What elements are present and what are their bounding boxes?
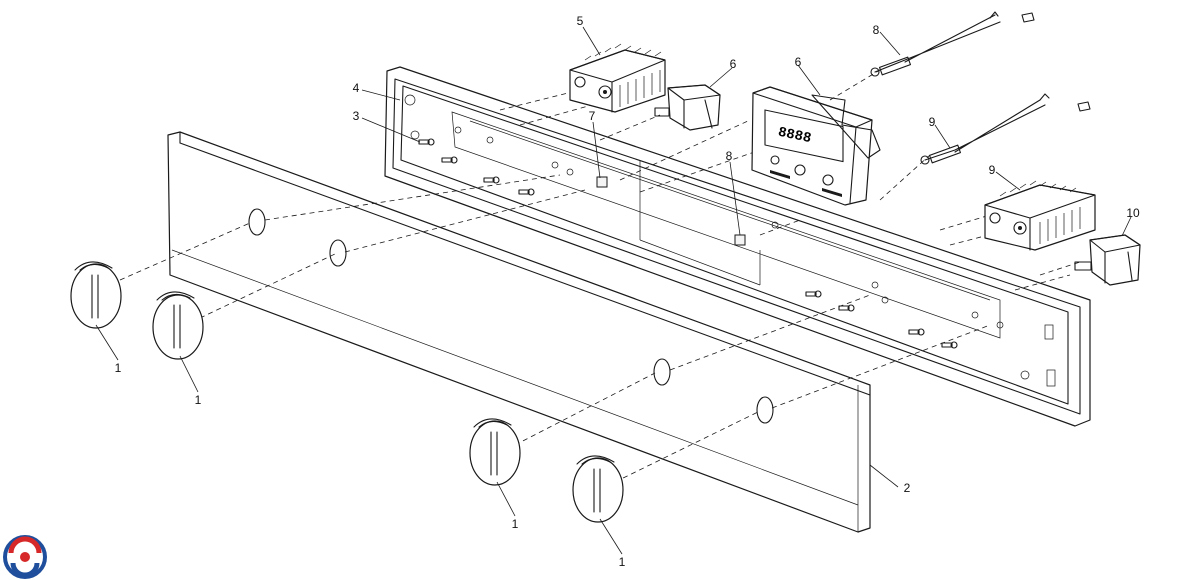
callout-clip-right: 8: [726, 149, 733, 163]
control-knob-b: [152, 291, 204, 360]
rotary-switch-right: [984, 180, 1096, 251]
control-knob-d: [572, 455, 624, 523]
pilot-switch-top: [654, 84, 721, 131]
leader-lines: [95, 26, 1132, 555]
brand-logo: [3, 535, 47, 579]
callout-clip-left: 7: [589, 109, 596, 123]
callout-screw: 3: [353, 109, 360, 123]
callout-labels: 1 1 1 1 2 3 4 5 6 6 7 8 8 9 9 10: [115, 14, 1140, 569]
mounting-screws: [418, 138, 958, 349]
control-knob-c: [469, 418, 521, 486]
callout-wire-top: 8: [873, 23, 880, 37]
rear-control-frame: [384, 66, 1091, 427]
callout-knob-a: 1: [115, 361, 122, 375]
callout-knob-c: 1: [512, 517, 519, 531]
callout-switch-left: 5: [577, 14, 584, 28]
callout-knob-b: 1: [195, 393, 202, 407]
front-fascia-panel: [167, 131, 871, 533]
thermocouple-wires: [870, 11, 1091, 165]
timer-display-digits: 8888: [776, 125, 812, 148]
pilot-switch-right: [1074, 234, 1141, 286]
callout-indicator-top: 6: [730, 57, 737, 71]
electronic-timer: 8888: [751, 86, 881, 206]
callout-indicator-right: 10: [1126, 206, 1140, 220]
callout-switch-right: 9: [989, 163, 996, 177]
callout-front-panel: 2: [904, 481, 911, 495]
rotary-switch-left: [569, 43, 666, 113]
callout-timer: 6: [795, 55, 802, 69]
callout-knob-d: 1: [619, 555, 626, 569]
callout-rear-frame: 4: [353, 81, 360, 95]
control-knob-a: [70, 261, 122, 329]
callout-wire-mid: 9: [929, 115, 936, 129]
